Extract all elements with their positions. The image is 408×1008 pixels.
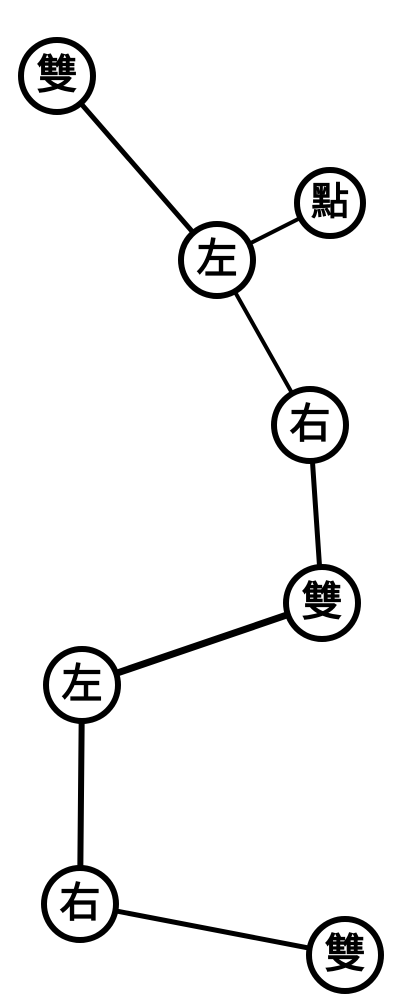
node-circle <box>18 37 96 115</box>
node-n8: 雙 <box>306 916 384 994</box>
node-n6: 左 <box>43 646 121 724</box>
edge-n5-n6 <box>78 599 326 689</box>
node-n4: 右 <box>271 386 349 464</box>
node-label: 左 <box>62 660 103 708</box>
node-circle <box>41 865 119 943</box>
node-circle <box>294 167 366 239</box>
node-label: 雙 <box>325 930 366 978</box>
node-circle <box>178 221 256 299</box>
node-n1: 雙 <box>18 37 96 115</box>
node-label: 左 <box>197 235 238 283</box>
node-label: 點 <box>311 179 349 224</box>
edge-n1-n3 <box>54 73 220 263</box>
node-n3: 左 <box>178 221 256 299</box>
node-label: 雙 <box>302 578 343 626</box>
node-circle <box>306 916 384 994</box>
node-label: 右 <box>290 400 331 448</box>
node-n2: 點 <box>294 167 366 239</box>
node-circle <box>271 386 349 464</box>
edge-n7-n8 <box>77 901 348 958</box>
node-circle <box>283 564 361 642</box>
node-label: 雙 <box>37 51 78 99</box>
node-n5: 雙 <box>283 564 361 642</box>
node-circle <box>43 646 121 724</box>
node-n7: 右 <box>41 865 119 943</box>
node-label: 右 <box>60 879 101 927</box>
